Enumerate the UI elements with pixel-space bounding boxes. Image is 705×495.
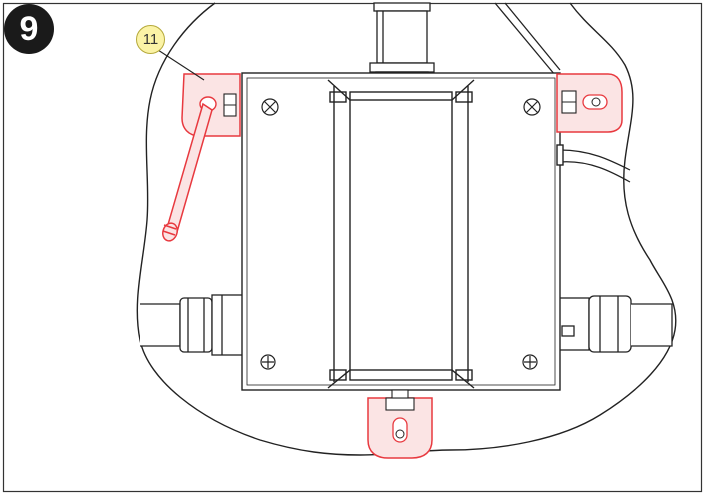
right-mounting-bracket [556, 73, 623, 133]
right-connector [556, 295, 673, 353]
side-cable [559, 149, 631, 171]
mast-pole [369, 2, 435, 83]
release-handle-icon [162, 102, 213, 242]
callout-leader-line [157, 49, 205, 81]
bottom-mounting-bracket [367, 389, 433, 459]
left-mounting-bracket [181, 73, 241, 137]
phillips-screw-icon [260, 354, 276, 370]
cable [494, 2, 556, 76]
step-number-badge: 9 [4, 4, 54, 54]
phillips-screw-icon [261, 98, 279, 116]
part-callout: 11 [136, 25, 165, 54]
mounting-surface-outline [136, 2, 677, 456]
enclosure-box [241, 72, 564, 391]
cable [504, 2, 561, 71]
left-connector [140, 294, 245, 356]
phillips-screw-icon [523, 98, 541, 116]
phillips-screw-icon [522, 354, 538, 370]
side-cable [559, 161, 631, 183]
